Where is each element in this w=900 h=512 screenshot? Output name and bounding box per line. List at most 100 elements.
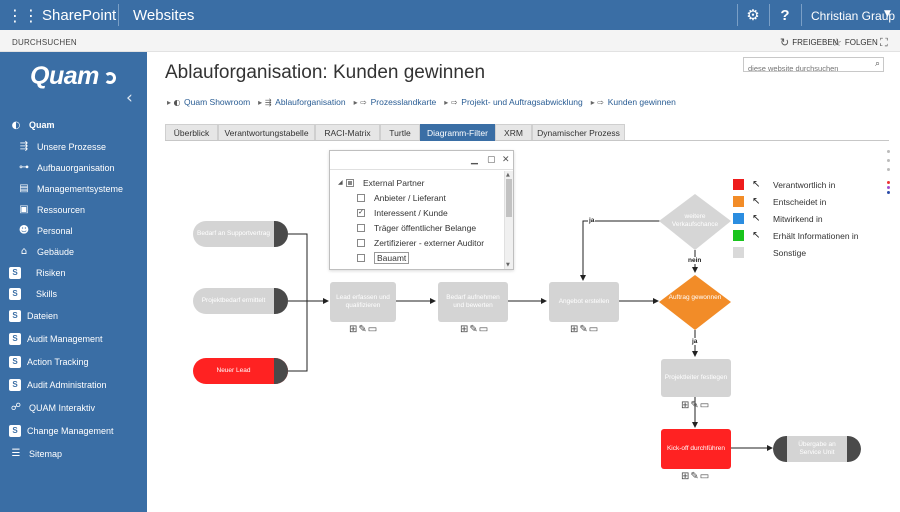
tab-turtle[interactable]: Turtle [380, 124, 420, 140]
filter-option[interactable]: Zertifizierer - externer Auditor [330, 235, 505, 250]
share-button[interactable]: ↻ FREIGEBEN [780, 36, 838, 49]
legend-item-entscheidet[interactable]: ↖ Entscheidet in [733, 193, 859, 210]
legend-item-verantwortlich[interactable]: ↖ Verantwortlich in [733, 176, 859, 193]
filter-checkbox[interactable] [357, 238, 365, 247]
help-icon[interactable]: ? [780, 6, 790, 24]
management-icon: ▤ [19, 183, 29, 194]
focus-mode-button[interactable]: ⛶ [880, 36, 888, 50]
breadcrumb-item[interactable]: ⇶ Ablauforganisation [263, 97, 346, 107]
maximize-icon[interactable]: ▢ [487, 155, 496, 165]
start-event-supportvertrag[interactable]: Bedarf an Supportvertrag [193, 221, 288, 247]
task-lead-erfassen[interactable]: Lead erfassen und qualifizieren [330, 282, 396, 322]
breadcrumb-arrow-icon: ▸ [353, 97, 358, 107]
filter-checkbox[interactable]: ✓ [357, 208, 365, 217]
scrollbar-thumb[interactable] [506, 179, 512, 217]
indicator-dot [887, 181, 890, 184]
search-input[interactable] [744, 62, 864, 75]
filter-checkbox[interactable] [357, 193, 365, 202]
nav-item-risiken[interactable]: S Risiken [0, 262, 147, 283]
site-search[interactable]: ⌕ [743, 57, 884, 75]
scroll-down-icon[interactable]: ▼ [506, 262, 510, 268]
task-kick-off[interactable]: Kick-off durchführen [661, 429, 731, 469]
nav-item-aufbauorganisation[interactable]: ⊶ Aufbauorganisation [0, 157, 147, 178]
browse-tab[interactable]: DURCHSUCHEN [12, 38, 77, 47]
nav-item-gebaeude[interactable]: ⌂ Gebäude [0, 241, 147, 262]
search-icon[interactable]: ⌕ [874, 59, 880, 69]
collapse-nav-icon[interactable]: ‹ [126, 88, 133, 108]
task-angebot-erstellen[interactable]: Angebot erstellen [549, 282, 619, 322]
nav-item-sitemap[interactable]: ☰ Sitemap [0, 442, 147, 465]
tab-ueberblick[interactable]: Überblick [165, 124, 218, 140]
scroll-up-icon[interactable]: ▲ [506, 172, 510, 178]
gateway-label: Auftrag gewonnen [668, 294, 722, 301]
chevron-down-icon[interactable]: ▼ [884, 9, 891, 19]
nav-item-audit-management[interactable]: S Audit Management [0, 327, 147, 350]
collapse-arrow-icon[interactable]: ◢ [338, 179, 343, 186]
tab-dynamischer-prozess[interactable]: Dynamischer Prozess [532, 124, 625, 140]
nav-label: QUAM Interaktiv [29, 402, 96, 413]
nav-item-managementsysteme[interactable]: ▤ Managementsysteme [0, 178, 147, 199]
event-cap [274, 288, 288, 314]
nav-item-quam-interaktiv[interactable]: ☍ QUAM Interaktiv [0, 396, 147, 419]
tab-diagramm-filter[interactable]: Diagramm-Filter [420, 124, 495, 141]
gateway-weitere-verkaufschance[interactable] [659, 194, 731, 250]
tab-verantwortungstabelle[interactable]: Verantwortungstabelle [218, 124, 315, 140]
quam-logo-mark-icon [104, 72, 116, 84]
nav-label: Skills [36, 288, 58, 299]
legend-label: Verantwortlich in [773, 179, 836, 190]
gateway-auftrag-gewonnen[interactable] [659, 275, 731, 330]
nav-item-ressourcen[interactable]: ▣ Ressourcen [0, 199, 147, 220]
nav-item-skills[interactable]: S Skills [0, 283, 147, 304]
close-icon[interactable]: ✕ [502, 155, 510, 165]
legend-label: Erhält Informationen in [773, 230, 859, 241]
filter-checkbox[interactable] [357, 223, 365, 232]
legend-item-mitwirkend[interactable]: ↖ Mitwirkend in [733, 210, 859, 227]
nav-item-audit-administration[interactable]: S Audit Administration [0, 373, 147, 396]
sites-link[interactable]: Websites [133, 7, 195, 24]
app-launcher-icon[interactable]: ⋮⋮⋮ [0, 5, 39, 25]
breadcrumb-arrow-icon: ▸ [444, 97, 449, 107]
nav-item-dateien[interactable]: S Dateien [0, 304, 147, 327]
left-navigation: Quam ‹ ◐ Quam ⇶ Unsere Prozesse ⊶ Aufbau… [0, 52, 147, 512]
popup-scrollbar[interactable]: ▲ ▼ [504, 171, 513, 269]
breadcrumb-item[interactable]: ⇨ Projekt- und Auftragsabwicklung [449, 97, 583, 107]
user-menu[interactable]: Christian Graup [811, 9, 896, 23]
filter-checkbox[interactable] [346, 178, 354, 187]
filter-option[interactable]: ✓ Interessent / Kunde [330, 205, 505, 220]
sharepoint-icon: S [9, 309, 21, 322]
task-bedarf-aufnehmen[interactable]: Bedarf aufnehmen und bewerten [438, 282, 508, 322]
filter-option[interactable]: Bauamt [330, 250, 505, 265]
settings-gear-icon[interactable]: ⚙ [746, 6, 760, 24]
follow-button[interactable]: ☆ FOLGEN [832, 36, 878, 49]
nav-item-unsere-prozesse[interactable]: ⇶ Unsere Prozesse [0, 136, 147, 157]
tab-xrm[interactable]: XRM [495, 124, 532, 140]
start-event-neuer-lead[interactable]: Neuer Lead [193, 358, 288, 384]
nav-item-personal[interactable]: ☻ Personal [0, 220, 147, 241]
breadcrumb-item[interactable]: ⇨ Kunden gewinnen [596, 97, 675, 107]
filter-checkbox[interactable] [357, 253, 365, 262]
end-event-service-unit[interactable]: Übergabe an Service Unit [773, 436, 861, 462]
nav-item-change-management[interactable]: S Change Management [0, 419, 147, 442]
nav-label: Managementsysteme [37, 183, 124, 194]
filter-option[interactable]: Träger öffentlicher Belange [330, 220, 505, 235]
filter-label: Zertifizierer - externer Auditor [374, 237, 485, 248]
minimize-icon[interactable]: ▁ [471, 155, 478, 165]
nav-item-action-tracking[interactable]: S Action Tracking [0, 350, 147, 373]
legend-item-sonstige[interactable]: ↖ Sonstige [733, 244, 859, 261]
connector [580, 220, 660, 281]
filter-option[interactable]: Anbieter / Lieferant [330, 190, 505, 205]
sharepoint-brand[interactable]: SharePoint [42, 7, 117, 24]
filter-label: Anbieter / Lieferant [374, 192, 446, 203]
quam-logo[interactable]: Quam [30, 62, 99, 90]
breadcrumb-item[interactable]: ◐ Quam Showroom [172, 97, 251, 107]
event-cap [274, 221, 288, 247]
legend-item-informiert[interactable]: ↖ Erhält Informationen in [733, 227, 859, 244]
nav-item-quam[interactable]: ◐ Quam [0, 114, 147, 136]
legend-swatch [733, 196, 744, 207]
follow-label: FOLGEN [844, 38, 878, 47]
breadcrumb-item[interactable]: ⇨ Prozesslandkarte [359, 97, 436, 107]
tab-raci-matrix[interactable]: RACI-Matrix [315, 124, 380, 140]
start-event-projektbedarf[interactable]: Projektbedarf ermittelt [193, 288, 288, 314]
filter-group-external-partner[interactable]: ◢ External Partner [330, 175, 505, 190]
task-projektleiter-festlegen[interactable]: Projektleiter festlegen [661, 359, 731, 397]
